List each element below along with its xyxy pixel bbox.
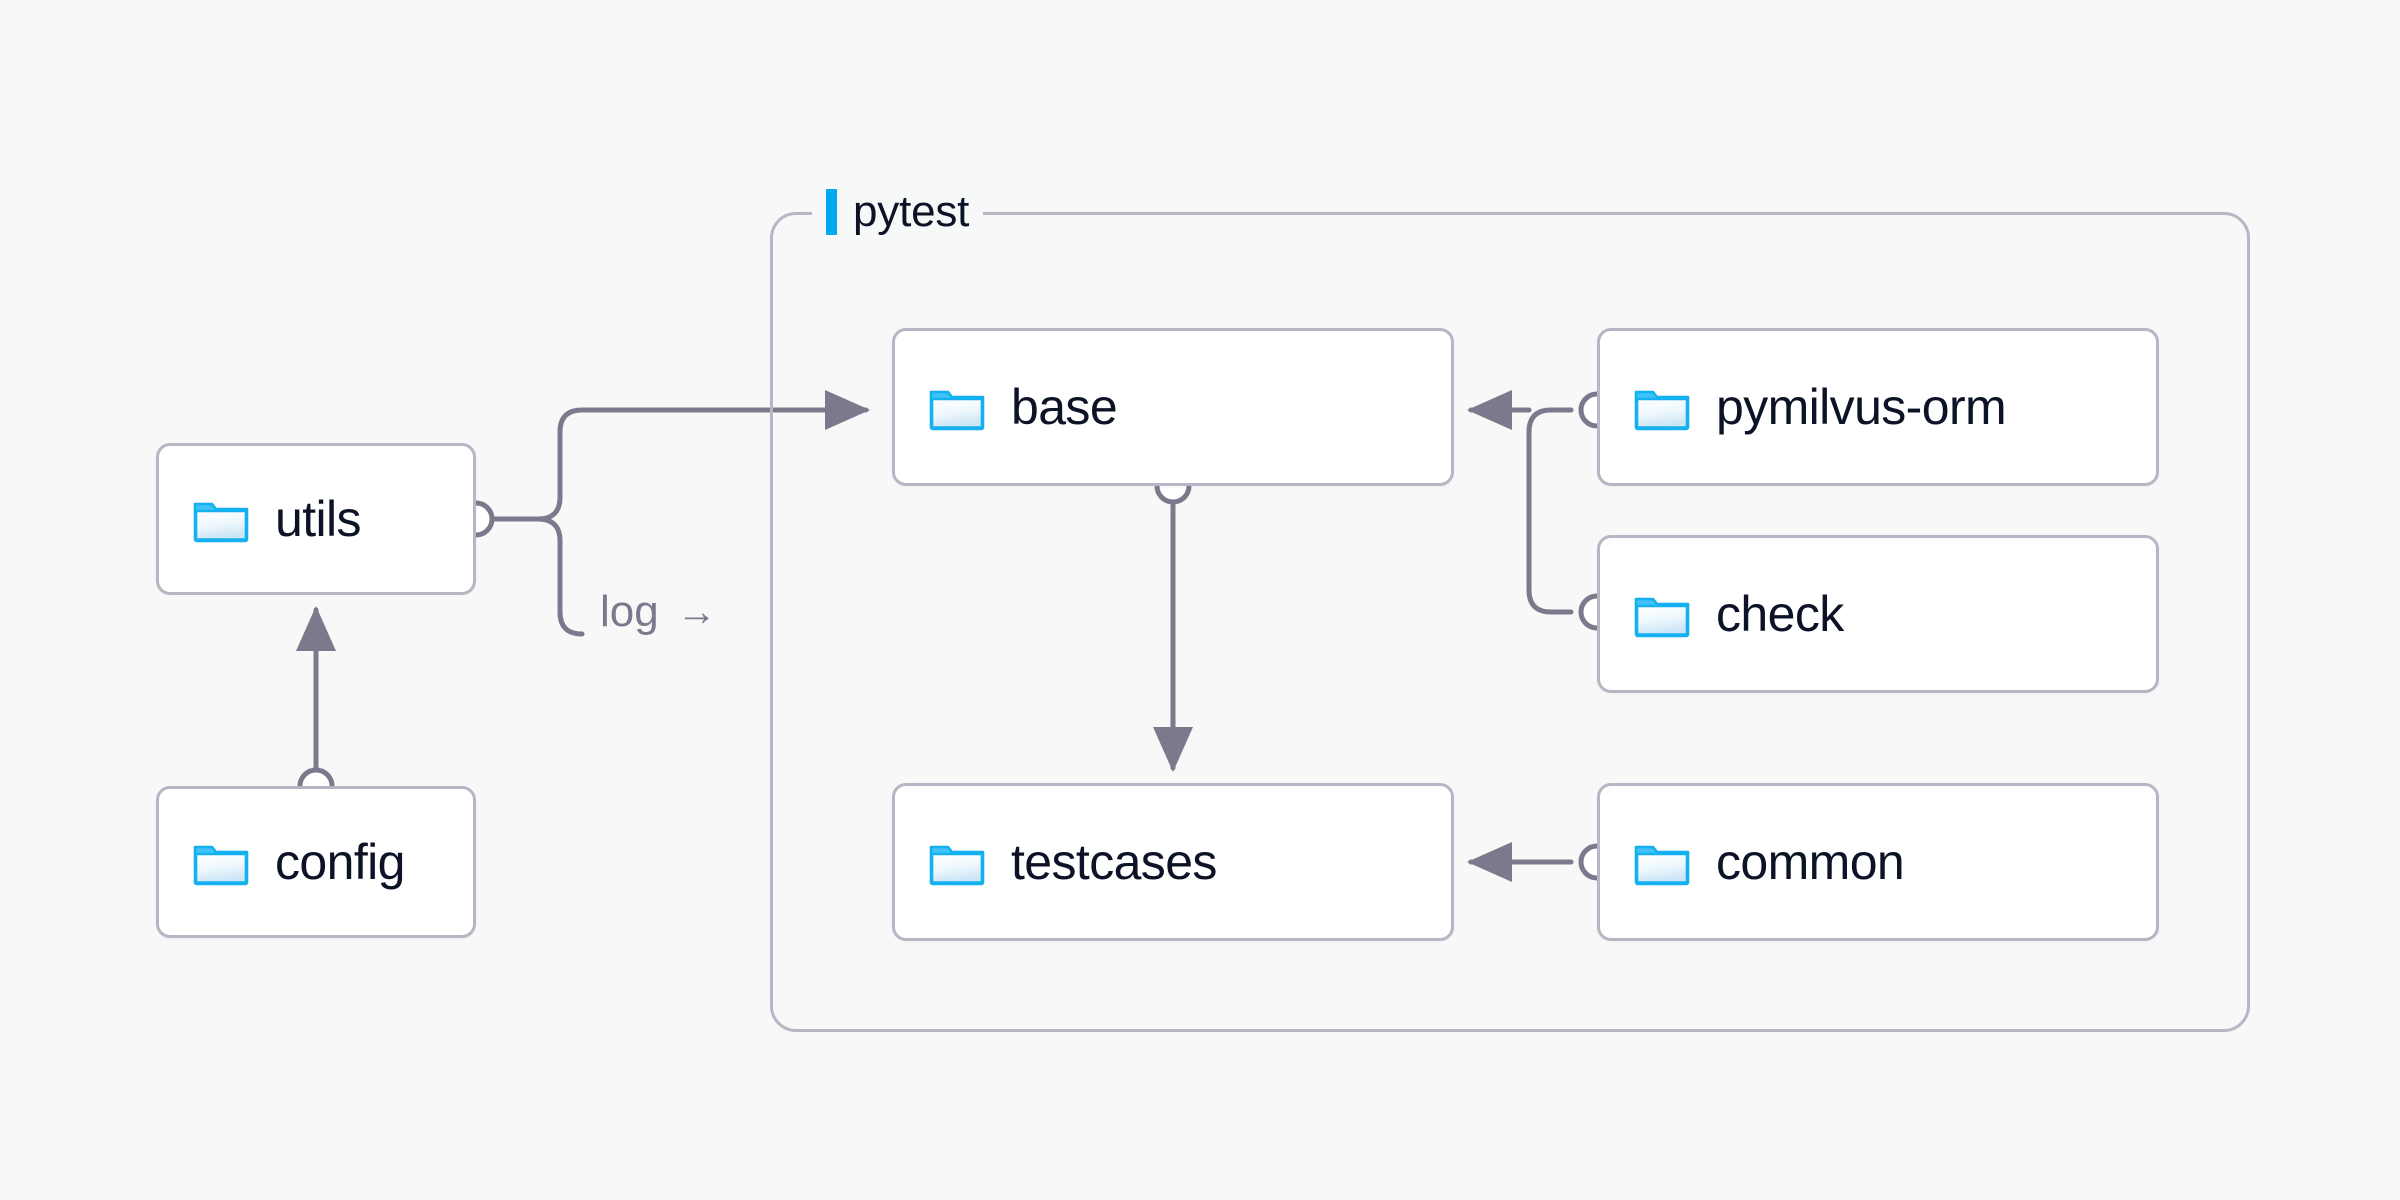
edge-utils-to-log <box>535 516 585 637</box>
node-label-testcases: testcases <box>1011 834 1217 890</box>
node-label-config: config <box>275 834 405 890</box>
folder-icon <box>1634 597 1690 638</box>
folder-icon <box>193 502 249 543</box>
node-check[interactable]: check <box>1597 535 2159 693</box>
node-utils[interactable]: utils <box>156 443 476 595</box>
edge-label-log-text: log <box>600 587 659 636</box>
folder-icon <box>193 845 249 886</box>
folder-icon <box>929 845 985 886</box>
node-label-utils: utils <box>275 491 362 547</box>
folder-icon <box>929 390 985 431</box>
group-container-pytest[interactable] <box>770 212 2250 1032</box>
node-config[interactable]: config <box>156 786 476 938</box>
node-label-pymilvus-orm: pymilvus-orm <box>1716 379 2007 435</box>
group-accent-bar <box>826 189 837 235</box>
node-common[interactable]: common <box>1597 783 2159 941</box>
node-label-common: common <box>1716 834 1905 890</box>
node-base[interactable]: base <box>892 328 1454 486</box>
arrow-right-icon: → <box>676 590 717 634</box>
folder-icon <box>1634 845 1690 886</box>
node-pymilvus-orm[interactable]: pymilvus-orm <box>1597 328 2159 486</box>
node-label-base: base <box>1011 379 1118 435</box>
node-testcases[interactable]: testcases <box>892 783 1454 941</box>
group-label-pytest: pytest <box>812 187 984 236</box>
group-title: pytest <box>853 187 970 236</box>
node-label-check: check <box>1716 586 1844 642</box>
folder-icon <box>1634 390 1690 431</box>
edge-label-log: log → <box>600 590 717 634</box>
